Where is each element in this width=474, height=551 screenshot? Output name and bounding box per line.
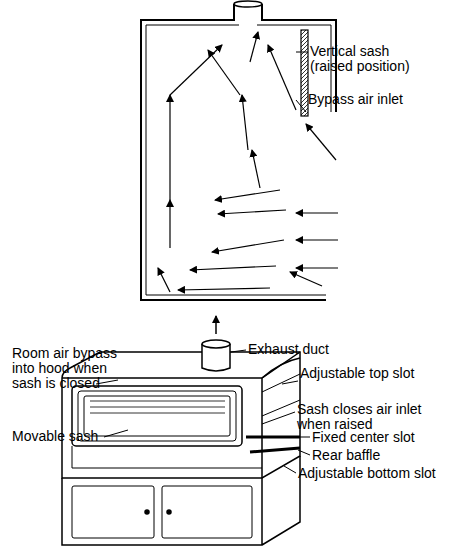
leader-line — [298, 437, 310, 438]
exhaust-duct — [202, 316, 230, 371]
callout-label: Adjustable top slot — [300, 366, 460, 381]
leader-line — [298, 450, 310, 455]
fume-hood — [145, 510, 149, 514]
callout-label: Sash closes air inlet when raised — [297, 402, 447, 432]
leader-line — [96, 52, 310, 473]
leader-line — [262, 412, 295, 424]
fume-hood — [246, 436, 300, 439]
hood-section — [234, 1, 262, 7]
fume-hood — [262, 374, 300, 392]
airflow-arrow — [268, 45, 296, 110]
airflow-arrow — [208, 50, 240, 95]
callout-label: Exhaust duct — [248, 342, 388, 357]
vertical-sash — [301, 30, 308, 116]
fume-hood — [90, 401, 225, 413]
airflow-arrow — [158, 268, 170, 292]
fume-hood — [162, 486, 252, 538]
leader-line — [282, 381, 298, 384]
airflow-arrow — [169, 95, 170, 200]
fume-hood — [72, 486, 154, 538]
fume-hood — [72, 446, 262, 468]
airflow-arrow — [306, 124, 336, 160]
fume-hood — [62, 456, 300, 545]
callout-label: Fixed center slot — [312, 430, 462, 445]
hood-section — [141, 1, 336, 300]
exhaust-duct — [215, 316, 217, 334]
callout-label: Bypass air inlet — [308, 92, 458, 107]
leader-line — [296, 100, 306, 112]
exhaust-duct — [202, 340, 230, 348]
airflow-arrow — [296, 212, 338, 213]
leader-line — [104, 430, 128, 437]
callout-label: Movable sash — [12, 429, 122, 444]
airflow-arrow — [170, 45, 222, 95]
fume-hood — [84, 396, 230, 436]
leader-line — [284, 466, 296, 473]
leader-line — [296, 52, 308, 53]
airflow-arrow — [212, 240, 284, 252]
leader-line — [231, 350, 246, 352]
callout-label: Room air bypass into hood when sash is c… — [12, 346, 130, 391]
vertical-sash — [301, 30, 308, 116]
airflow-arrow — [178, 288, 270, 290]
callout-label: Vertical sash (raised position) — [310, 44, 430, 74]
fume-hood — [167, 510, 171, 514]
airflow-arrow — [218, 210, 286, 214]
fume-hood — [262, 358, 300, 378]
airflow-arrow — [290, 272, 322, 286]
airflow-arrow — [296, 239, 338, 240]
airflow-arrow — [169, 200, 170, 248]
hood-section — [146, 25, 331, 295]
airflow-arrow — [252, 150, 260, 188]
airflow-arrow — [215, 190, 280, 200]
fume-hood — [262, 400, 300, 416]
callout-label: Adjustable bottom slot — [298, 466, 468, 481]
airflow-arrow — [250, 32, 258, 62]
airflow-arrow — [242, 95, 248, 150]
airflow-arrow — [190, 266, 276, 270]
fume-hood — [78, 391, 236, 441]
callout-label: Rear baffle — [312, 448, 462, 463]
airflow-arrow — [296, 267, 338, 268]
fume-hood — [250, 448, 300, 452]
hood-section — [141, 4, 336, 300]
